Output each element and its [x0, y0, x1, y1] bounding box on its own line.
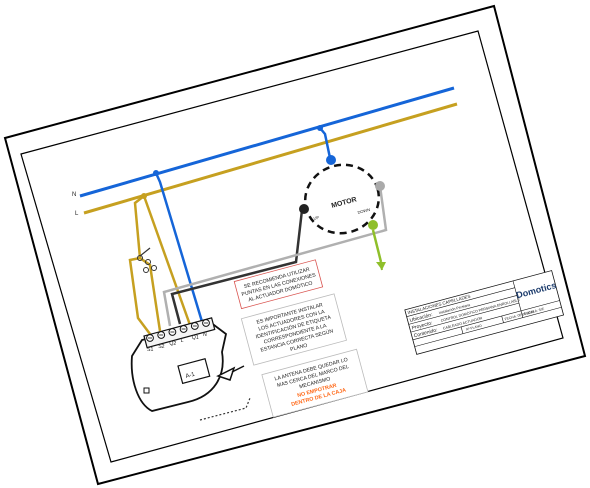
switch-contact [151, 265, 157, 271]
terminal-label-q2: Q2 [169, 341, 176, 347]
antenna-arrow-stem [231, 365, 245, 373]
earth-arrow-stem [379, 261, 383, 271]
terminal-label-s1: S1 [147, 347, 153, 353]
live-drop-switch [133, 195, 145, 259]
title-footer-scale: ESCALA: S/E [523, 307, 545, 316]
live-junction [141, 193, 147, 199]
switch-lever [139, 247, 151, 257]
actuator-label: A-1 [185, 372, 196, 380]
actuator-button [143, 387, 150, 394]
motor-down-terminal [375, 181, 385, 191]
note-1-box [233, 259, 324, 310]
switch-wire-s2 [139, 256, 162, 332]
output-wire-q1 [170, 209, 304, 325]
neutral-bus-line [79, 86, 455, 198]
terminal-screws [146, 319, 210, 342]
title-footer-date: FECHA: 05-05-2019 [504, 309, 535, 321]
sheet-inner-frame [20, 30, 564, 463]
motor-earth-terminal [368, 220, 378, 230]
motor-down-label: DOWN [357, 207, 371, 215]
sheet-border [3, 4, 587, 486]
motor-neutral-terminal [326, 155, 336, 165]
neutral-junction [317, 125, 323, 131]
note-2-line: PLANO [290, 343, 309, 353]
motor-up-terminal [299, 204, 309, 214]
live-line-label: L [75, 211, 79, 217]
terminal-labels: S1 S2 Q2 L Q1 N [147, 332, 207, 353]
neutral-drop-actuator [154, 172, 205, 326]
antenna-arrow [216, 366, 236, 381]
note-3-box [261, 348, 369, 418]
output-wire-q2 [162, 185, 388, 327]
note-2-box [240, 293, 347, 366]
actuator-chip [177, 358, 211, 385]
terminal-label-n: N [203, 332, 207, 338]
live-drop-actuator [142, 195, 192, 326]
title-footer-plan: Nº PLANO [466, 324, 483, 332]
title-row-label: Ubicación: [409, 312, 433, 324]
switch-contact [145, 259, 151, 265]
switch-wire-s1 [128, 256, 151, 335]
terminal-label-l: L [181, 338, 184, 344]
title-block: INSTALACIONES CAPELLADES Domotics Ubicac… [404, 270, 565, 355]
neutral-line-label: N [72, 192, 76, 198]
neutral-junction [153, 170, 159, 176]
title-row-label: Proyecto: [411, 320, 433, 331]
motor-up-label: UP [313, 215, 320, 221]
terminal-label-s2: S2 [158, 344, 164, 350]
earth-wire [371, 229, 383, 263]
terminal-label-q1: Q1 [192, 335, 199, 341]
switch-contact [143, 267, 149, 273]
